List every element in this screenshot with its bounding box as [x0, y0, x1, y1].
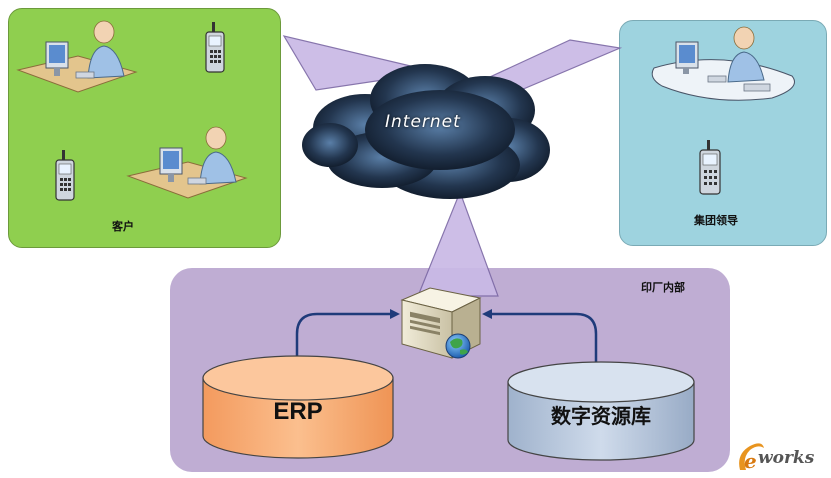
digital-repository-label: 数字资源库	[551, 404, 651, 428]
mobile-phone-icon	[205, 22, 225, 73]
eworks-logo-letter: e	[744, 449, 757, 473]
arrow-up-to-internet	[417, 190, 499, 297]
erp-label: ERP	[273, 398, 323, 425]
internet-cloud-icon	[302, 64, 550, 199]
digital-repository-cylinder	[507, 361, 695, 461]
group-workstation-icon	[651, 26, 795, 101]
erp-database-cylinder	[202, 355, 394, 459]
erp-to-server-connector	[295, 309, 400, 360]
server-icon	[400, 287, 482, 359]
eworks-logo-mark: e	[739, 443, 764, 473]
print-factory-internal-label: 印厂内部	[641, 281, 685, 294]
repository-to-server-connector	[482, 309, 598, 362]
internet-label: Internet	[385, 112, 461, 132]
customer-workstation-icon	[16, 20, 138, 93]
customer-label: 客户	[112, 220, 134, 233]
mobile-phone-icon	[55, 150, 75, 201]
customer-workstation-icon	[126, 126, 248, 199]
eworks-logo-text: works	[758, 448, 815, 468]
group-leadership-panel	[619, 20, 827, 246]
mobile-phone-icon	[699, 140, 721, 195]
group-leadership-label: 集团领导	[694, 214, 738, 227]
